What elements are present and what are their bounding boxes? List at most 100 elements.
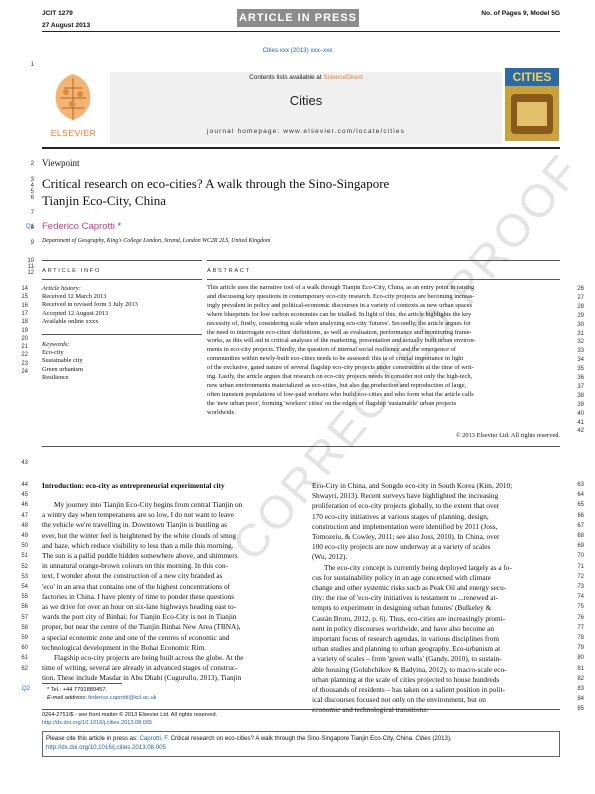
- line-number: 19: [21, 327, 28, 334]
- line-number: 71: [577, 563, 584, 570]
- cover-title: CITIES: [512, 70, 552, 84]
- author-footnote: * Tel.: +44 7791889457. E-mail address: …: [47, 687, 157, 701]
- line-number: 7: [30, 210, 34, 216]
- line-number: 40: [577, 410, 584, 417]
- line-number: 12: [27, 270, 34, 276]
- journal-homepage: journal homepage: www.elsevier.com/locat…: [207, 128, 405, 135]
- line-number: 16: [21, 302, 28, 309]
- abstract-heading: ABSTRACT: [207, 268, 251, 274]
- line-number: 1: [30, 62, 34, 68]
- line-number: 54: [21, 584, 28, 590]
- contents-line: Contents lists available at ScienceDirec…: [249, 74, 363, 81]
- line-number: 24: [21, 369, 28, 375]
- line-number: 2: [30, 161, 34, 167]
- journal-banner: [110, 72, 502, 144]
- line-number: 39: [577, 401, 584, 408]
- publisher-name: ELSEVIER: [50, 128, 97, 138]
- line-number: 49: [21, 533, 28, 539]
- article-history: Article history: Received 12 March 2013 …: [42, 285, 138, 325]
- line-number: 4: [30, 183, 34, 189]
- line-number: 27: [577, 294, 584, 301]
- line-number: 32: [577, 339, 584, 346]
- keyword: Eco-city: [42, 349, 64, 357]
- body-right-column: Eco-City in China, and Songdo eco-city i…: [312, 481, 513, 715]
- line-number: 74: [577, 594, 584, 601]
- doi-link[interactable]: http://dx.doi.org/10.1016/j.cities.2013.…: [42, 720, 153, 726]
- line-number: 51: [21, 553, 28, 560]
- line-number: 73: [577, 584, 584, 590]
- author-footnote-link[interactable]: *: [117, 221, 122, 232]
- line-number: 53: [21, 573, 28, 580]
- line-number: 11: [27, 264, 34, 270]
- line-number: 30: [577, 321, 584, 328]
- line-number: 67: [577, 522, 584, 529]
- intro-heading: Introduction: eco-city as entrepreneuria…: [42, 481, 225, 490]
- line-number: 47: [21, 512, 28, 519]
- line-number: 82: [577, 675, 584, 682]
- citation-text: Please cite this article in press as: Ca…: [46, 735, 452, 751]
- journal-title: Cities: [289, 93, 323, 108]
- line-number: 5: [30, 189, 34, 195]
- line-number: 83: [577, 686, 584, 692]
- line-number: 15: [21, 294, 28, 301]
- line-number: 76: [577, 614, 584, 621]
- line-number: 26: [577, 286, 584, 292]
- page-count: No. of Pages 9, Model 5G: [481, 10, 560, 17]
- line-number: 62: [21, 665, 28, 672]
- line-number: 6: [30, 195, 34, 201]
- line-number: 38: [577, 392, 584, 399]
- line-number: 8: [30, 225, 34, 231]
- line-number: 55: [21, 594, 28, 601]
- line-number: 85: [577, 706, 584, 713]
- line-number: 29: [577, 312, 584, 319]
- line-number: 79: [577, 645, 584, 652]
- author: Federico Caprotti *: [42, 221, 122, 232]
- line-number: 61: [21, 655, 28, 662]
- line-number: 72: [577, 573, 584, 580]
- line-number: 78: [577, 635, 584, 641]
- cite-doi-link[interactable]: http://dx.doi.org/10.1016/j.cities.2013.…: [46, 744, 166, 751]
- line-number: 42: [577, 428, 584, 435]
- article-title: Critical research on eco-cities? A walk …: [42, 176, 390, 208]
- cite-author-link[interactable]: Caprotti, F.: [139, 735, 169, 742]
- line-number: 34: [577, 357, 584, 364]
- line-number: 59: [21, 635, 28, 641]
- abstract-text: This article uses the narrative tool of …: [207, 284, 476, 416]
- line-number: 65: [577, 502, 584, 509]
- keyword: Sustainable city: [42, 357, 83, 365]
- citation-link[interactable]: Cities xxx (2013) xxx–xxx: [262, 47, 333, 54]
- issn-line: 0264-2751/$ - see front matter © 2013 El…: [42, 712, 218, 718]
- journal-cover: CITIES: [505, 68, 559, 141]
- line-number: 84: [577, 696, 584, 703]
- line-number: 75: [577, 604, 584, 611]
- affiliation: Department of Geography, King's College …: [42, 238, 271, 244]
- line-number: 41: [577, 419, 584, 426]
- copyright: © 2013 Elsevier Ltd. All rights reserved…: [455, 432, 560, 439]
- line-number: 20: [21, 335, 28, 342]
- line-number: 22: [21, 352, 28, 359]
- line-number: 56: [21, 604, 28, 611]
- homepage-link[interactable]: www.elsevier.com/locate/cities: [283, 128, 405, 135]
- line-number: 77: [577, 624, 584, 631]
- body-left-column: My journey into Tianjin Eco-City begins …: [42, 500, 244, 683]
- line-number: 68: [577, 533, 584, 539]
- line-number: 50: [21, 543, 28, 550]
- article-info-heading: ARTICLE INFO: [42, 268, 102, 274]
- line-number: 58: [21, 624, 28, 631]
- email-link[interactable]: federico.caprotti@kcl.ac.uk: [88, 695, 157, 701]
- line-number: 36: [577, 375, 584, 381]
- query-mark-q2[interactable]: Q2: [22, 686, 31, 692]
- line-number: 60: [21, 645, 28, 652]
- keywords: Keywords: Eco-city Sustainable city Gree…: [42, 341, 202, 382]
- line-number: 81: [577, 665, 584, 672]
- line-number: 57: [21, 614, 28, 621]
- line-number: 63: [577, 482, 584, 488]
- line-number: 10: [27, 258, 34, 264]
- line-number: 23: [21, 360, 28, 367]
- line-number: 66: [577, 512, 584, 519]
- line-number: 31: [577, 330, 584, 337]
- query-mark-q1[interactable]: Q1: [26, 224, 35, 230]
- sciencedirect-link[interactable]: ScienceDirect: [323, 74, 363, 81]
- line-number: 48: [21, 522, 28, 529]
- line-number: 52: [21, 563, 28, 570]
